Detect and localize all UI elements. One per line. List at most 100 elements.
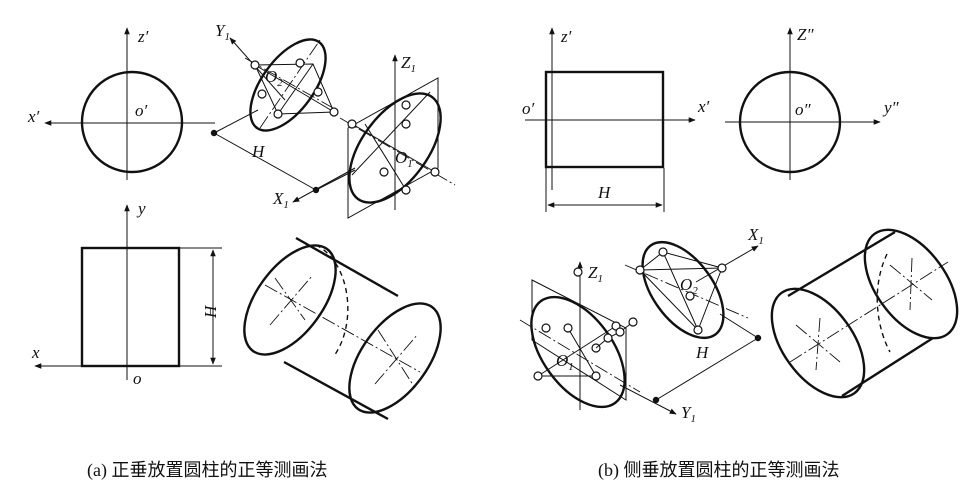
b-circle bbox=[738, 70, 842, 174]
b-ellipse-O2 bbox=[641, 240, 725, 340]
b-cyl-hidden-arc bbox=[876, 253, 891, 353]
a-Y1-label: Y1 bbox=[215, 21, 230, 43]
b-O1-diag-2 bbox=[567, 327, 597, 377]
b-O1-point-4 bbox=[541, 323, 551, 333]
a-ellipse-O2-construction: Y1 O2 bbox=[215, 21, 341, 132]
b-O2-point-5 bbox=[685, 291, 695, 301]
b-O2-point-4 bbox=[693, 325, 703, 335]
b-O2-point-1 bbox=[635, 265, 645, 275]
b-Z1-label: Z1 bbox=[588, 263, 603, 285]
a-cyl-front-cross-2 bbox=[377, 329, 416, 389]
a-o-label: o bbox=[133, 369, 142, 388]
b-H-label: H bbox=[695, 343, 710, 362]
a-cyl-back-ellipse bbox=[243, 244, 337, 356]
b-y-dprime-label: y″ bbox=[882, 98, 900, 117]
b-O1-point-5 bbox=[533, 371, 543, 381]
a-o-prime-label: o′ bbox=[135, 101, 148, 120]
panel-b: H z′ x′ o′ Z″ o″ y″ bbox=[519, 25, 959, 481]
a-Y1-axis bbox=[229, 37, 286, 101]
a-front-view-circle: z′ x′ o′ bbox=[27, 27, 215, 180]
a-H-label: H bbox=[251, 142, 266, 161]
b-ellipse-O2-construction: O2 X1 bbox=[624, 225, 764, 340]
b-o-dprime-label: o″ bbox=[795, 100, 812, 119]
a-ellipse-O2 bbox=[249, 38, 327, 132]
b-X1-label: X1 bbox=[747, 225, 764, 247]
b-O1-diag-1 bbox=[537, 325, 617, 377]
a-x-prime-label: x′ bbox=[27, 107, 40, 126]
a-X1-axis bbox=[292, 167, 356, 203]
a-O1-point-1 bbox=[347, 119, 357, 129]
a-H-dot-2 bbox=[312, 186, 320, 194]
a-O2-point-6 bbox=[257, 89, 267, 99]
a-top-view-rect: H y x o bbox=[31, 199, 222, 388]
a-O2-point-5 bbox=[273, 109, 283, 119]
a-Z1-label: Z1 bbox=[401, 53, 416, 75]
a-cyl-front-ellipse bbox=[348, 302, 442, 414]
a-O1-point-6 bbox=[379, 167, 389, 177]
b-O1-point-2 bbox=[563, 323, 573, 333]
a-H-ext-2 bbox=[315, 169, 356, 191]
b-Z-dprime-label: Z″ bbox=[797, 25, 814, 44]
a-O1-diag-2 bbox=[351, 91, 431, 176]
a-circle bbox=[80, 70, 184, 174]
b-O2-diag-2 bbox=[662, 251, 699, 331]
a-z-prime-label: z′ bbox=[137, 27, 149, 46]
b-cyl-front-cross-2 bbox=[815, 317, 821, 371]
a-O1-point-5 bbox=[401, 185, 411, 195]
a-isometric-cylinder bbox=[243, 236, 442, 421]
a-rect bbox=[80, 246, 181, 368]
b-cyl-axis bbox=[789, 261, 949, 363]
b-chain bbox=[595, 321, 634, 349]
b-H-label-horizontal: H bbox=[597, 183, 612, 202]
b-O2-point-3 bbox=[717, 263, 727, 273]
b-O2-centerline bbox=[624, 264, 749, 319]
b-H-dot-1 bbox=[652, 396, 660, 404]
a-O2-point-2 bbox=[295, 58, 305, 68]
b-O1-point-6 bbox=[591, 371, 601, 381]
a-O1-diag-1 bbox=[351, 123, 436, 173]
a-H-dot-1 bbox=[210, 129, 218, 137]
b-ellipse-O1-construction: Z1 O1 bbox=[519, 261, 641, 410]
b-H-dot-2 bbox=[754, 334, 762, 342]
b-H-dim-line bbox=[655, 337, 759, 401]
a-O2-diag-2 bbox=[254, 64, 335, 113]
b-X1-axis bbox=[695, 245, 759, 283]
a-x-label: x bbox=[31, 343, 40, 362]
b-chain-point-3 bbox=[628, 317, 638, 327]
b-Y1-label: Y1 bbox=[681, 403, 696, 425]
a-H-dim-line bbox=[213, 132, 317, 191]
b-O1-centerline bbox=[519, 319, 641, 393]
b-chain-point-1 bbox=[603, 333, 613, 343]
panel-a: z′ x′ o′ H y x o bbox=[27, 21, 456, 481]
b-cyl-top-edge bbox=[787, 230, 896, 298]
a-O1-point-2 bbox=[401, 100, 411, 110]
b-ellipse-O1 bbox=[530, 295, 626, 409]
b-cyl-front-ellipse bbox=[770, 287, 866, 399]
b-cyl-back-cross-2 bbox=[909, 257, 913, 311]
a-cyl-back-cross-2 bbox=[274, 277, 306, 321]
b-Y1-axis bbox=[619, 384, 677, 415]
caption-b: (b) 侧垂放置圆柱的正等测画法 bbox=[598, 460, 840, 481]
a-X1-axis-and-H: H X1 bbox=[210, 109, 356, 211]
caption-a: (a) 正垂放置圆柱的正等测画法 bbox=[87, 460, 327, 481]
b-cyl-bottom-edge bbox=[841, 336, 934, 398]
b-H-and-Y1: H Y1 bbox=[595, 313, 762, 425]
a-H-label-vertical: H bbox=[201, 304, 220, 319]
a-O1-point-4 bbox=[430, 167, 440, 177]
b-O2-point-2 bbox=[658, 247, 668, 257]
b-isometric-cylinder bbox=[770, 228, 959, 399]
a-O2-point-1 bbox=[250, 60, 260, 70]
a-O2-point-4 bbox=[329, 107, 339, 117]
b-O2-diag-1 bbox=[639, 267, 723, 271]
a-O1-diag-3 bbox=[364, 123, 407, 191]
a-cyl-top-edge bbox=[295, 236, 399, 298]
a-cyl-hidden-arc bbox=[315, 244, 349, 357]
a-ellipse-O1-construction: Z1 O1 bbox=[339, 53, 456, 219]
b-O2-label: O2 bbox=[680, 275, 698, 297]
b-z-prime-label: z′ bbox=[560, 27, 572, 46]
b-O1-point-1 bbox=[573, 267, 583, 277]
a-O1-label: O1 bbox=[395, 148, 413, 170]
a-O2-label: O2 bbox=[265, 67, 283, 89]
a-O2-centerline-1 bbox=[244, 57, 341, 113]
